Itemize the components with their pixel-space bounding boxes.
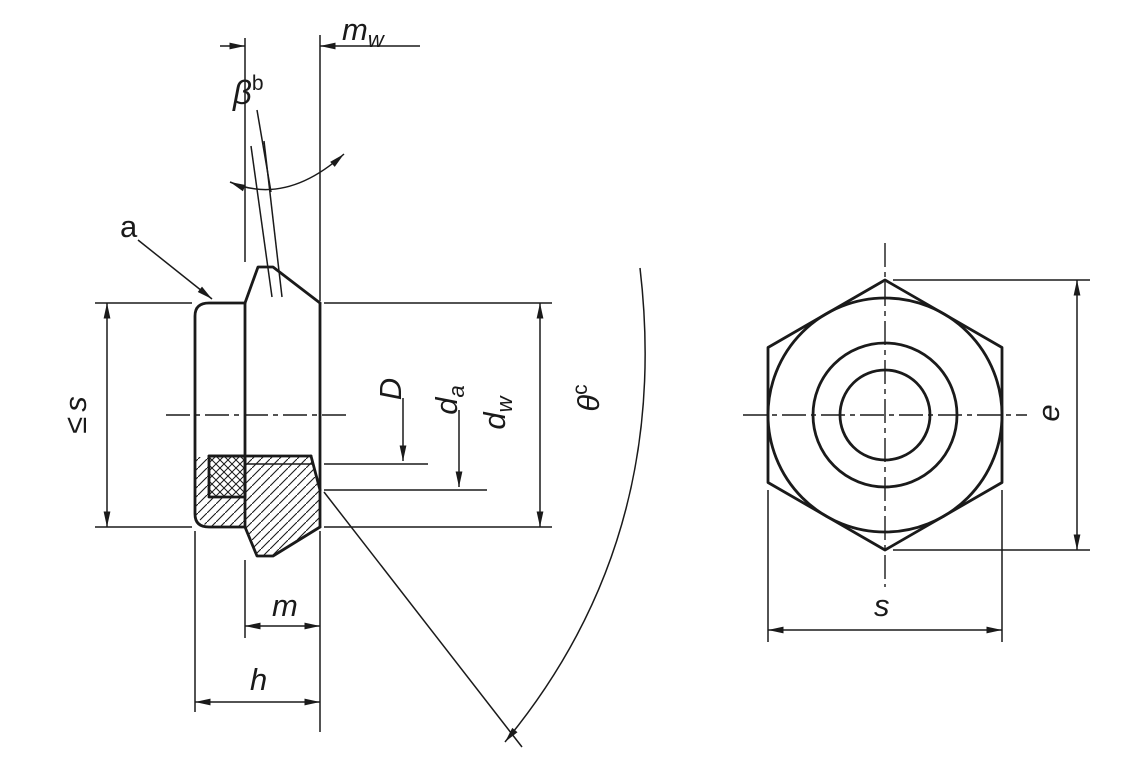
dimension-e: e (893, 279, 1090, 551)
dimension-D: D (324, 378, 428, 465)
s-max-symbol: s (58, 396, 93, 412)
h-label: h (250, 662, 267, 697)
d-a-symbol: d (429, 396, 464, 415)
hex-top-profile (243, 265, 322, 305)
callout-a: a (120, 209, 213, 300)
angle-arc (229, 153, 345, 192)
dimension-d-a: da (324, 385, 487, 491)
theta-superscript: c (569, 384, 592, 395)
D-label: D (373, 378, 408, 400)
side-section-view: ≤s dw mw βb a (58, 12, 646, 748)
theta-symbol: θ (571, 395, 606, 412)
d-w-symbol: d (477, 411, 512, 430)
d-a-label: da (429, 385, 469, 415)
m-w-label: mw (342, 12, 386, 52)
m-w-symbol: m (342, 12, 368, 47)
cone-reference-line (323, 491, 523, 748)
hex-body-section-hatch (245, 456, 320, 556)
e-symbol: e (1031, 404, 1066, 421)
m-label: m (272, 588, 298, 623)
a-label: a (120, 209, 138, 244)
insert-crosshatch (210, 457, 244, 496)
dimension-s-max: ≤s (58, 302, 192, 528)
D-symbol: D (373, 378, 408, 400)
insert-outline (207, 454, 247, 499)
dimension-m: m (244, 531, 321, 732)
dimension-d-w: dw (324, 302, 552, 528)
e-label: e (1031, 404, 1066, 421)
hex-bottom-profile (243, 525, 322, 558)
dimension-m-w: mw (220, 12, 420, 301)
beta-superscript: b (252, 72, 264, 95)
leader-line (256, 109, 272, 193)
dimension-theta: θc (323, 267, 646, 748)
end-view: e s (743, 243, 1090, 642)
theta-label: θc (569, 384, 606, 411)
h-symbol: h (250, 662, 267, 697)
s-max-label: ≤s (58, 396, 93, 434)
s-max-prefix: ≤ (58, 417, 93, 434)
d-w-subscript: w (492, 394, 517, 412)
dimension-s: s (767, 490, 1003, 642)
angle-arc (504, 267, 646, 743)
beta-label: βb (232, 72, 264, 111)
s-symbol: s (874, 588, 890, 623)
d-a-subscript: a (444, 385, 469, 397)
dimension-beta: βb (229, 72, 345, 298)
leader-line (137, 239, 213, 300)
m-w-subscript: w (368, 27, 386, 52)
s-label: s (874, 588, 890, 623)
dimension-h: h (194, 531, 320, 712)
bore-chamfer-line (309, 454, 322, 492)
a-symbol: a (120, 209, 138, 244)
d-w-label: dw (477, 394, 517, 429)
m-symbol: m (272, 588, 298, 623)
beta-symbol: β (232, 74, 252, 111)
